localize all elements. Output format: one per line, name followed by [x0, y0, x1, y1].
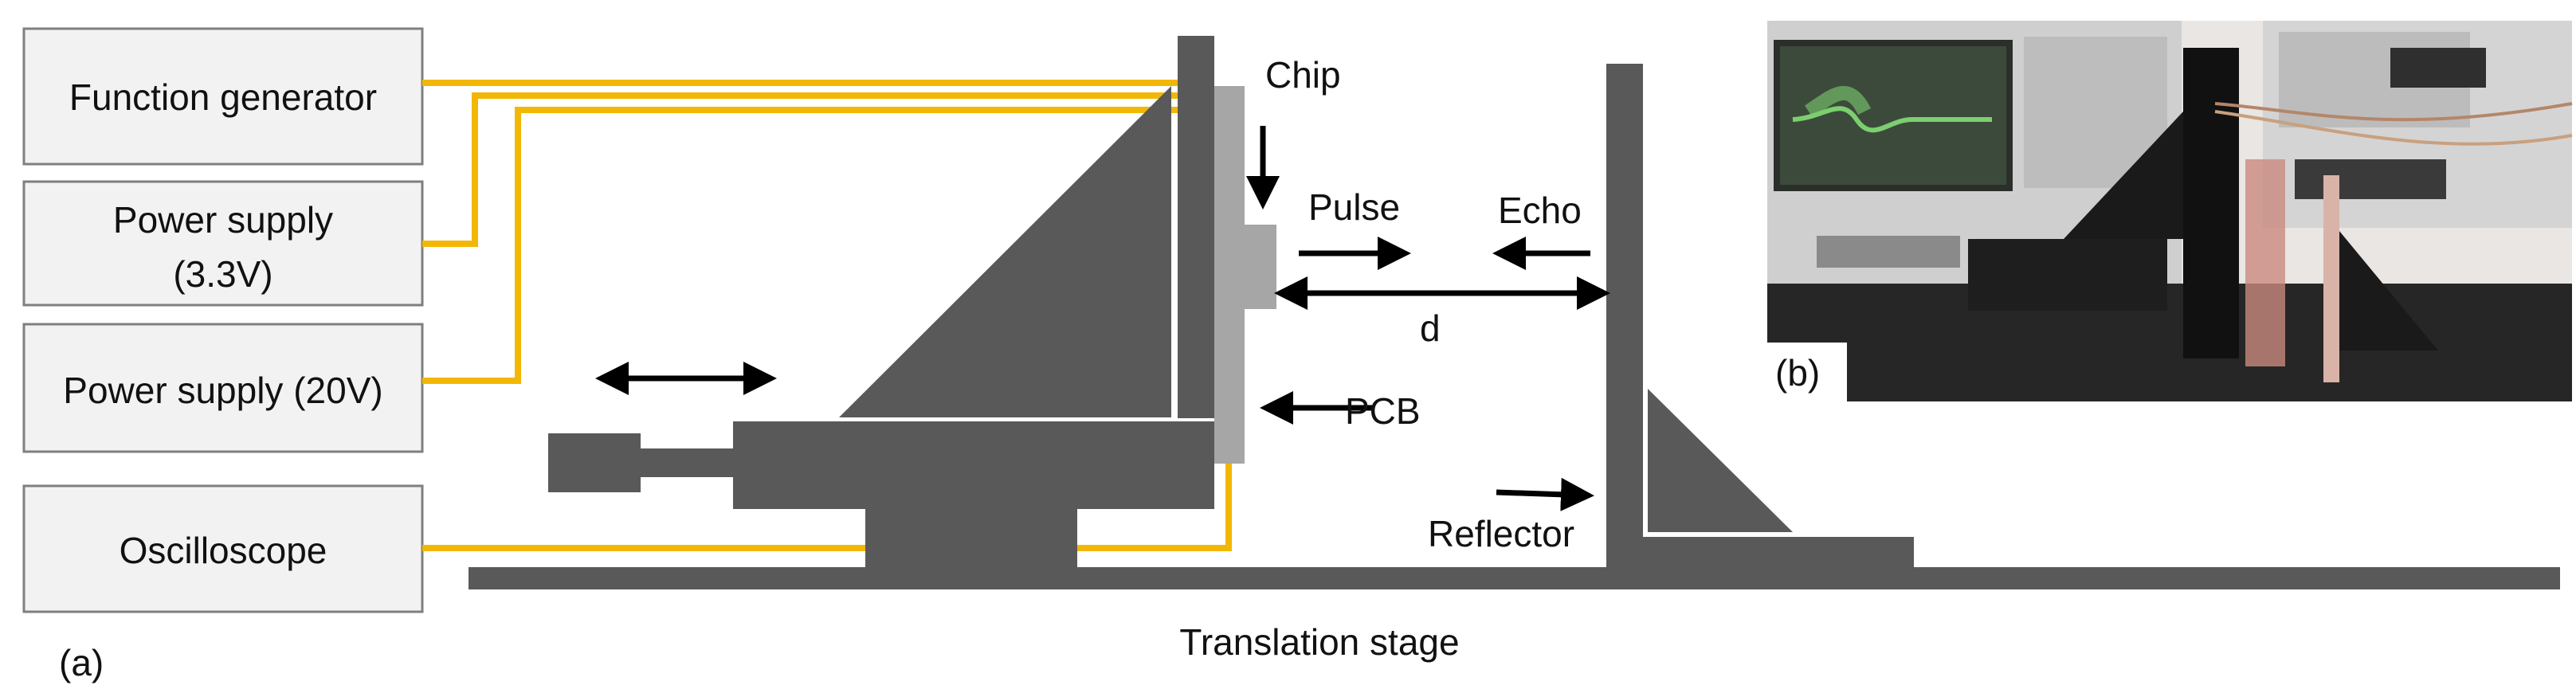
stage-pedestal	[865, 507, 1077, 569]
photo-optical-table	[1767, 284, 2572, 401]
reflector-bracket	[1648, 389, 1793, 532]
echo-label: Echo	[1498, 190, 1582, 231]
power-supply-20v-box: Power supply (20V)	[22, 323, 424, 453]
chip-label: Chip	[1265, 54, 1341, 96]
oscilloscope-box: Oscilloscope	[22, 484, 424, 613]
power-supply-20v-wire	[422, 107, 1178, 384]
power-supply-3v3-wire	[422, 92, 1178, 247]
power-supply-20v-label: Power supply (20V)	[63, 370, 382, 411]
panel-b-label: (b)	[1775, 352, 1820, 394]
panel-a-label: (a)	[59, 642, 104, 683]
reflector-label: Reflector	[1428, 513, 1574, 554]
function-generator-label: Function generator	[69, 76, 377, 118]
setup-photograph	[1767, 21, 2573, 406]
pcb-label: PCB	[1345, 390, 1421, 432]
power-supply-3v3-label-line2: (3.3V)	[173, 253, 272, 295]
pulse-label: Pulse	[1308, 186, 1400, 228]
function-generator-box: Function generator	[22, 27, 424, 166]
angle-bracket	[839, 86, 1171, 417]
reflector-pointer-arrow	[1496, 477, 1594, 511]
pcb-board	[1214, 86, 1245, 464]
distance-label: d	[1420, 307, 1441, 349]
oscilloscope-label: Oscilloscope	[120, 530, 327, 571]
reflector-base	[1643, 537, 1914, 569]
power-supply-3v3-label-line1: Power supply	[113, 199, 333, 241]
stage-slider	[733, 421, 1214, 509]
micrometer-shaft	[637, 448, 737, 477]
power-supply-3v3-box: Power supply (3.3V)	[22, 180, 424, 307]
reflector-plate	[1606, 64, 1643, 567]
translation-stage-label: Translation stage	[1179, 621, 1459, 663]
oscilloscope-wire	[422, 464, 1232, 551]
micrometer-knob	[548, 433, 641, 492]
translation-stage-rail	[469, 567, 2560, 589]
transducer-chip	[1245, 225, 1276, 309]
vertical-mount-plate	[1178, 36, 1214, 418]
